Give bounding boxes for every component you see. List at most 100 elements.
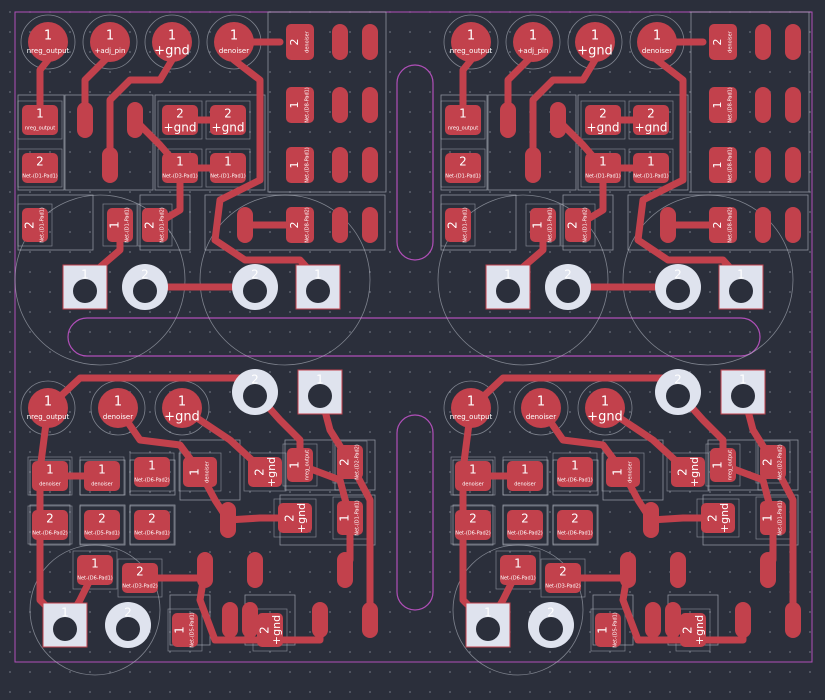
grid-dot	[369, 651, 371, 653]
pad-number: 1	[601, 395, 609, 410]
pad-courtyard	[243, 452, 287, 492]
grid-dot	[329, 151, 331, 153]
grid-dot	[809, 151, 811, 153]
grid-dot	[389, 191, 391, 193]
grid-dot	[529, 191, 531, 193]
grid-dot	[9, 351, 11, 353]
grid-dot	[389, 291, 391, 293]
grid-dot	[609, 291, 611, 293]
grid-dot	[409, 511, 411, 513]
grid-dot	[389, 631, 391, 633]
round-pad	[214, 22, 254, 62]
grid-dot	[569, 391, 571, 393]
grid-dot	[9, 571, 11, 573]
grid-dot	[69, 191, 71, 193]
grid-dot	[209, 351, 211, 353]
grid-dot	[629, 391, 631, 393]
grid-dot	[209, 551, 211, 553]
smd-pad	[257, 613, 283, 647]
pad-number: 1	[316, 373, 324, 387]
drill-hole	[666, 279, 690, 303]
pad-number: 1	[173, 626, 187, 634]
grid-dot	[629, 351, 631, 353]
grid-dot	[29, 551, 31, 553]
smd-pad	[709, 24, 737, 60]
grid-dot	[629, 331, 631, 333]
grid-dot	[509, 151, 511, 153]
pad-net-label: Net-(D1-Pad1)	[355, 500, 361, 536]
smd-pad	[760, 445, 786, 479]
grid-dot	[49, 71, 51, 73]
grid-dot	[129, 91, 131, 93]
grid-dot	[429, 531, 431, 533]
grid-dot	[329, 611, 331, 613]
oblong-pad	[670, 552, 686, 588]
oblong-pad	[785, 24, 801, 60]
pad-number: 1	[739, 373, 747, 387]
grid-dot	[349, 91, 351, 93]
grid-dot	[609, 331, 611, 333]
pad-number: 1	[521, 463, 529, 477]
grid-dot	[629, 31, 631, 33]
grid-dot	[709, 291, 711, 293]
grid-dot	[49, 571, 51, 573]
grid-dot	[29, 431, 31, 433]
pad-net-label: +adj_pin	[518, 47, 549, 55]
grid-dot	[669, 551, 671, 553]
grid-dot	[189, 491, 191, 493]
grid-dot	[229, 151, 231, 153]
grid-dot	[269, 431, 271, 433]
grid-dot	[689, 651, 691, 653]
grid-dot	[629, 171, 631, 173]
grid-dot	[589, 551, 591, 553]
round-pad	[521, 388, 561, 428]
grid-dot	[9, 291, 11, 293]
grid-dot	[429, 191, 431, 193]
pad-courtyard	[495, 550, 541, 590]
pad-net-label: Net-(D8-Pad1)	[305, 147, 311, 183]
grid-dot	[689, 691, 691, 693]
grid-dot	[129, 191, 131, 193]
grid-dot	[89, 411, 91, 413]
smd-pad	[500, 555, 536, 585]
grid-dot	[229, 231, 231, 233]
pad-net-label: +adj_pin	[95, 47, 126, 55]
component-outline	[627, 194, 809, 251]
grid-dot	[589, 391, 591, 393]
drill-hole	[243, 384, 267, 408]
smd-pad	[84, 510, 120, 540]
pad-number: 1	[711, 162, 724, 169]
grid-dot	[389, 251, 391, 253]
smd-pad	[84, 461, 120, 491]
grid-dot	[689, 211, 691, 213]
grid-dot	[469, 591, 471, 593]
grid-dot	[489, 491, 491, 493]
pad-courtyard	[129, 505, 175, 545]
pad-net-label: Net-(D5-Pad1)	[84, 531, 120, 537]
grid-dot	[649, 411, 651, 413]
grid-dot	[389, 671, 391, 673]
grid-dot	[709, 251, 711, 253]
grid-dot	[529, 551, 531, 553]
grid-dot	[269, 531, 271, 533]
pad-number: 1	[459, 107, 467, 121]
pad-number: 2	[674, 268, 682, 282]
grid-dot	[389, 271, 391, 273]
grid-dot	[609, 211, 611, 213]
grid-dot	[289, 631, 291, 633]
pad-number: 2	[521, 512, 529, 526]
grid-dot	[709, 691, 711, 693]
grid-dot	[449, 431, 451, 433]
smd-pad	[32, 461, 68, 491]
grid-dot	[629, 51, 631, 53]
grid-dot	[509, 551, 511, 553]
grid-dot	[469, 311, 471, 313]
pad-net-label: +gnd	[295, 503, 308, 533]
grid-dot	[449, 351, 451, 353]
copper-track	[674, 388, 777, 574]
grid-dot	[109, 291, 111, 293]
grid-dot	[169, 311, 171, 313]
grid-dot	[109, 451, 111, 453]
grid-dot	[69, 431, 71, 433]
